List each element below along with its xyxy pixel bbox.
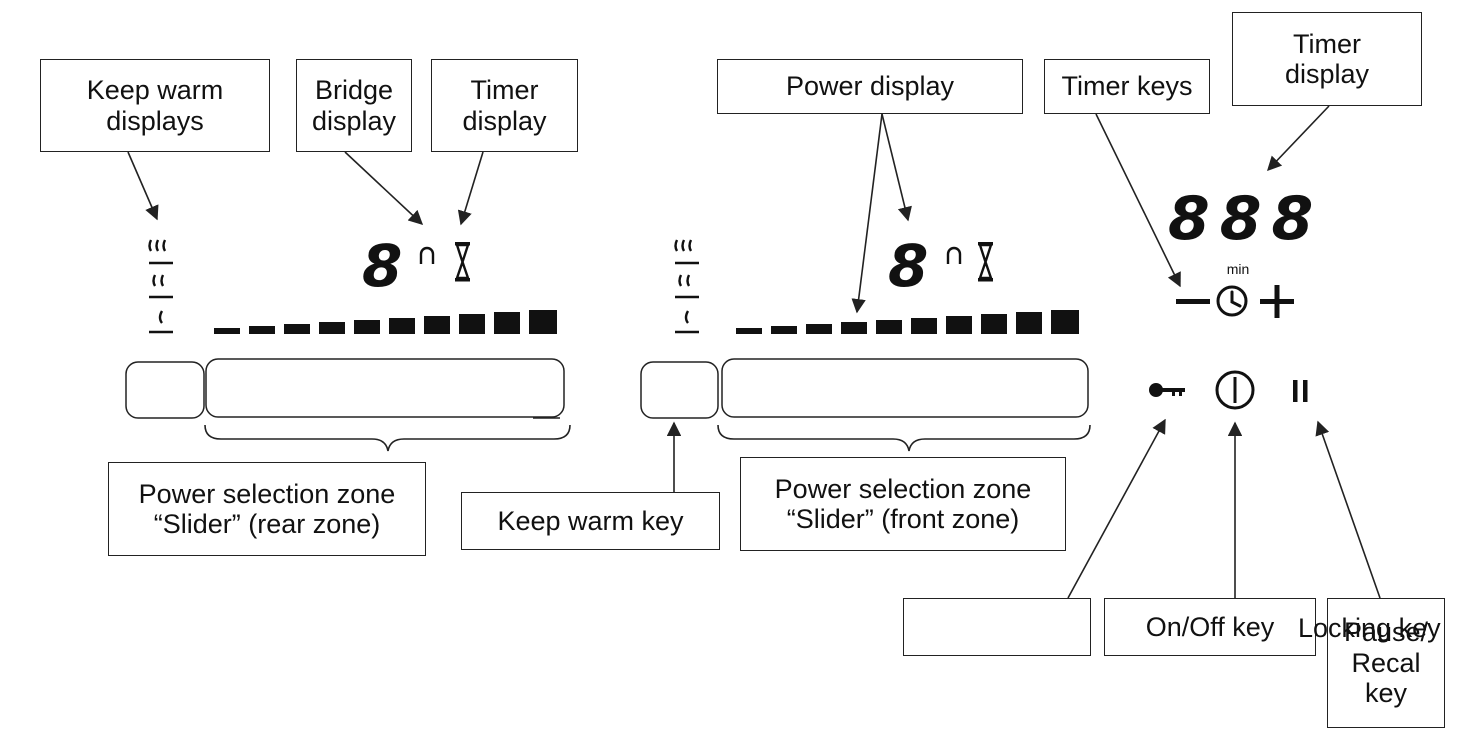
keep-warm-display-front xyxy=(674,239,699,334)
timer-digits: 888 xyxy=(1168,184,1323,254)
label-box-empty xyxy=(903,598,1091,656)
brace-rear xyxy=(204,424,571,452)
arrow-bridge-display xyxy=(344,151,424,225)
arrow-power-display-digit xyxy=(881,113,912,222)
bridge-icon-rear xyxy=(419,246,435,264)
arrow-timer-display-zone xyxy=(457,151,484,226)
arrow-keep-warm-displays xyxy=(127,151,159,221)
rear-zone: 8 xyxy=(125,232,571,452)
arrow-power-display-bars xyxy=(851,113,883,314)
label-power-display: Power display xyxy=(717,59,1023,114)
power-slider-rear[interactable] xyxy=(205,358,565,418)
keep-warm-level-2-icon xyxy=(675,274,699,299)
label-pause-recal-key: Pause/ Recal key xyxy=(1327,598,1445,728)
label-power-selection-front: Power selection zone “Slider” (front zon… xyxy=(740,457,1066,551)
hourglass-icon-front xyxy=(978,242,993,282)
label-power-selection-rear: Power selection zone “Slider” (rear zone… xyxy=(108,462,426,556)
arrow-timer-keys xyxy=(1095,113,1181,288)
arrow-timer-display-main xyxy=(1267,105,1330,172)
keep-warm-level-1-icon xyxy=(149,310,173,334)
power-level-digit-front: 8 xyxy=(888,232,928,300)
timer-plus-icon[interactable] xyxy=(1260,285,1294,318)
keep-warm-key-front[interactable] xyxy=(640,361,719,419)
keep-warm-level-2-icon xyxy=(149,274,173,299)
pause-icon[interactable] xyxy=(1293,380,1308,402)
timer-area: 888 min xyxy=(1168,184,1323,318)
timer-minus-icon[interactable] xyxy=(1176,299,1210,304)
keep-warm-key-rear[interactable] xyxy=(125,361,205,419)
leader-arrows xyxy=(127,105,1381,599)
keep-warm-display-rear xyxy=(148,239,173,334)
label-timer-display-zone: Timer display xyxy=(431,59,578,152)
arrow-pause-key xyxy=(1315,420,1381,599)
power-display-rear xyxy=(214,310,557,334)
bridge-icon-front xyxy=(946,246,962,264)
label-on-off-key: On/Off key xyxy=(1104,598,1316,656)
clock-icon xyxy=(1216,285,1248,317)
label-locking-key: Locking key xyxy=(1298,612,1441,643)
control-keys xyxy=(1149,370,1308,410)
key-icon[interactable] xyxy=(1149,383,1185,397)
label-timer-display-main: Timer display xyxy=(1232,12,1422,106)
keep-warm-level-3-icon xyxy=(148,239,173,265)
label-keep-warm-displays: Keep warm displays xyxy=(40,59,270,152)
power-on-off-icon[interactable] xyxy=(1215,370,1255,410)
keep-warm-level-1-icon xyxy=(675,310,699,334)
front-zone: 8 xyxy=(640,232,1091,452)
hourglass-icon-rear xyxy=(455,242,470,282)
timer-unit-label: min xyxy=(1227,261,1250,277)
label-bridge-display: Bridge display xyxy=(296,59,412,152)
arrow-locking-key xyxy=(1067,418,1166,599)
label-keep-warm-key: Keep warm key xyxy=(461,492,720,550)
power-slider-front[interactable] xyxy=(721,358,1089,418)
label-timer-keys: Timer keys xyxy=(1044,59,1210,114)
power-display-front xyxy=(736,310,1079,334)
power-level-digit-rear: 8 xyxy=(362,232,402,300)
keep-warm-level-3-icon xyxy=(674,239,699,265)
brace-front xyxy=(717,424,1091,452)
